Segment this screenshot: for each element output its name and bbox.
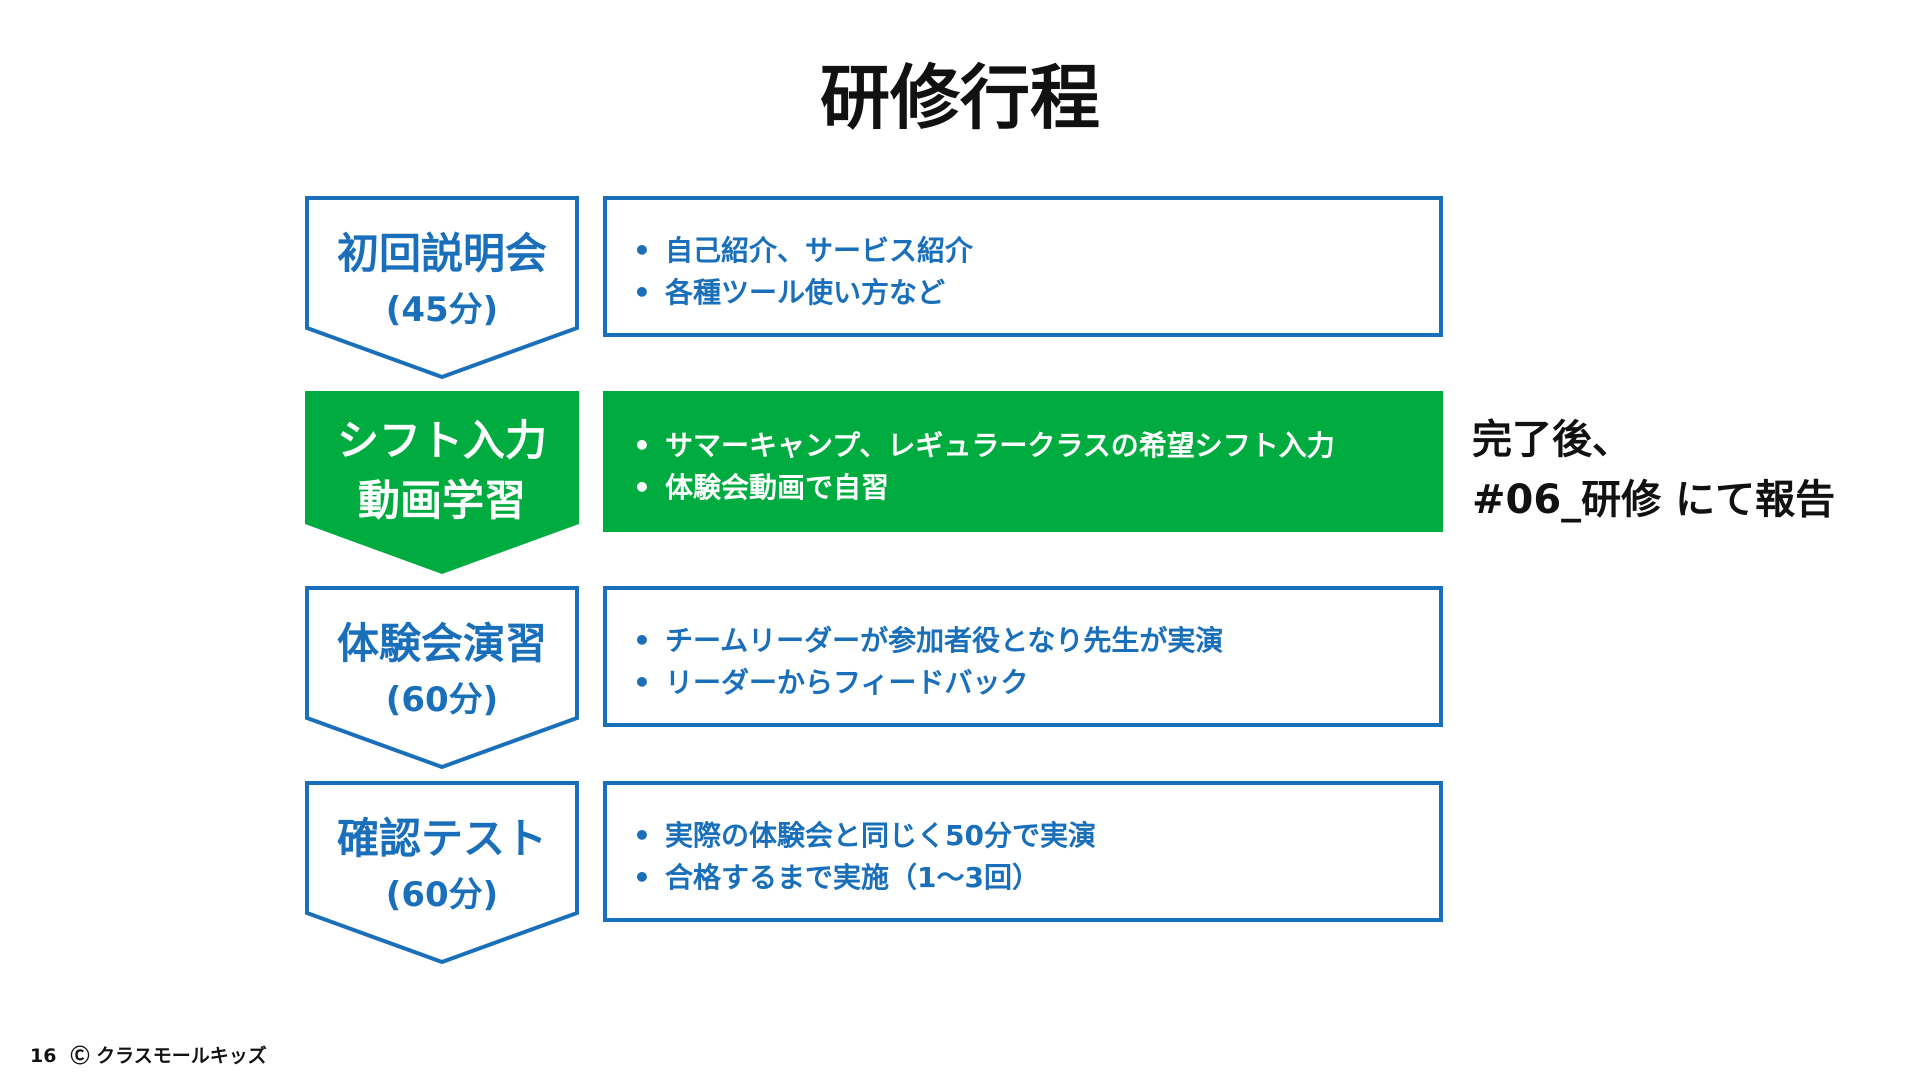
detail-item: 合格するまで実施（1〜3回）	[633, 857, 1096, 899]
chevron-shape	[305, 196, 579, 380]
detail-item: チームリーダーが参加者役となり先生が実演	[633, 620, 1223, 662]
step-title: 確認テスト	[336, 814, 547, 863]
chevron-shape	[305, 781, 579, 965]
step-duration: (45分)	[385, 290, 499, 330]
step-arrow-confirmation-test: 確認テスト (60分)	[305, 781, 579, 965]
page-title: 研修行程	[820, 57, 1100, 139]
detail-item: 実際の体験会と同じく50分で実演	[633, 815, 1096, 857]
step-title: 体験会演習	[336, 619, 547, 668]
step-title: 初回説明会	[336, 229, 547, 278]
completion-note: 完了後、 #06_研修 にて報告	[1472, 410, 1835, 530]
page-number: 16	[30, 1045, 57, 1067]
step-duration: (60分)	[385, 680, 499, 720]
footer: 16 Ⓒ クラスモールキッズ	[30, 1041, 281, 1068]
detail-list: 実際の体験会と同じく50分で実演 合格するまで実施（1〜3回）	[633, 815, 1096, 899]
detail-item: 自己紹介、サービス紹介	[633, 230, 973, 272]
step-arrow-trial-practice: 体験会演習 (60分)	[305, 586, 579, 770]
completion-note-line2: #06_研修 にて報告	[1472, 477, 1836, 523]
step-detail-shift-input: サマーキャンプ、レギュラークラスの希望シフト入力 体験会動画で自習	[603, 391, 1443, 532]
step-arrow-intro-session: 初回説明会 (45分)	[305, 196, 579, 380]
detail-item: サマーキャンプ、レギュラークラスの希望シフト入力	[633, 425, 1335, 467]
chevron-shape	[305, 586, 579, 770]
step-arrow-shift-input: シフト入力 動画学習	[305, 391, 579, 574]
step-duration: (60分)	[385, 875, 499, 915]
detail-item: 体験会動画で自習	[633, 467, 1335, 509]
copyright-text: Ⓒ クラスモールキッズ	[70, 1045, 267, 1067]
completion-note-line1: 完了後、	[1472, 417, 1632, 463]
detail-list: サマーキャンプ、レギュラークラスの希望シフト入力 体験会動画で自習	[633, 425, 1335, 509]
detail-list: チームリーダーが参加者役となり先生が実演 リーダーからフィードバック	[633, 620, 1223, 704]
step-title: シフト入力	[336, 416, 547, 465]
step-subtitle: 動画学習	[357, 476, 526, 525]
detail-list: 自己紹介、サービス紹介 各種ツール使い方など	[633, 230, 973, 314]
detail-item: リーダーからフィードバック	[633, 662, 1223, 704]
detail-item: 各種ツール使い方など	[633, 272, 973, 314]
step-detail-confirmation-test: 実際の体験会と同じく50分で実演 合格するまで実施（1〜3回）	[603, 781, 1443, 922]
step-detail-intro-session: 自己紹介、サービス紹介 各種ツール使い方など	[603, 196, 1443, 337]
step-detail-trial-practice: チームリーダーが参加者役となり先生が実演 リーダーからフィードバック	[603, 586, 1443, 727]
chevron-shape	[305, 391, 579, 574]
